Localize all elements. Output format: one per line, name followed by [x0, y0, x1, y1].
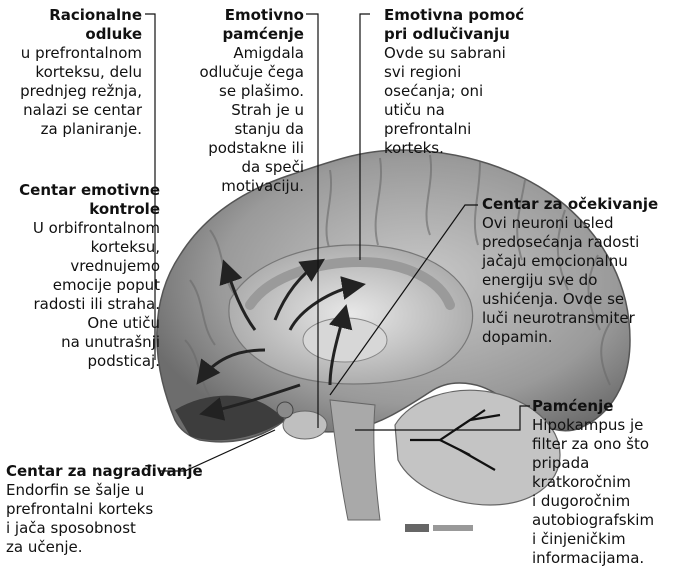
callout-title: Emotivna pomoć pri odlučivanju — [384, 6, 525, 43]
cerebellum-branches — [410, 409, 501, 471]
callout-body: U orbifrontalnom korteksu, vrednujemo em… — [32, 219, 160, 370]
callout-title: Centar emotivne kontrole — [19, 181, 160, 218]
callout-body: Ovde su sabrani svi regioni osećanja; on… — [384, 44, 506, 157]
corpus-callosum — [245, 256, 455, 310]
brainstem — [329, 399, 381, 521]
leader-lines — [145, 13, 530, 472]
callout-title: Emotivno pamćenje — [222, 6, 304, 43]
callout-body: Endorfin se šalje u prefrontalni korteks… — [6, 481, 154, 556]
cerebellum — [394, 389, 561, 506]
callout-centar-kontrole: Centar emotivne kontrole U orbifrontalno… — [0, 181, 160, 371]
logo-mark — [405, 524, 429, 532]
callout-ocekivanje: Centar za očekivanje Ovi neuroni usled p… — [482, 195, 686, 347]
callout-body: u prefrontalnom korteksu, delu prednjeg … — [20, 44, 142, 138]
callout-emotivna-pomoc: Emotivna pomoć pri odlučivanju Ovde su s… — [384, 6, 584, 158]
callout-title: Pamćenje — [532, 397, 614, 415]
hippocampus — [282, 410, 328, 440]
thalamus — [302, 317, 388, 363]
callout-pamcenje: Pamćenje Hipokampus je filter za ono što… — [532, 397, 686, 568]
pathway-arrows — [196, 258, 366, 421]
amygdala — [276, 401, 294, 419]
callout-title: Racionalne odluke — [49, 6, 142, 43]
callout-title: Centar za očekivanje — [482, 195, 659, 213]
callout-body: Hipokampus je filter za ono što pripada … — [532, 416, 655, 567]
logo-text — [433, 525, 473, 531]
callout-nagradjivanje: Centar za nagrađivanje Endorfin se šalje… — [6, 462, 216, 557]
callout-body: Ovi neuroni usled predosećanja radosti j… — [482, 214, 640, 346]
callout-emotivno-pamcenje: Emotivno pamćenje Amigdala odlučuje čega… — [170, 6, 304, 196]
callout-title: Centar za nagrađivanje — [6, 462, 203, 480]
callout-racionalne: Racionalne odluke u prefrontalnom kortek… — [6, 6, 142, 139]
callout-body: Amigdala odlučuje čega se plašimo. Strah… — [199, 44, 304, 195]
